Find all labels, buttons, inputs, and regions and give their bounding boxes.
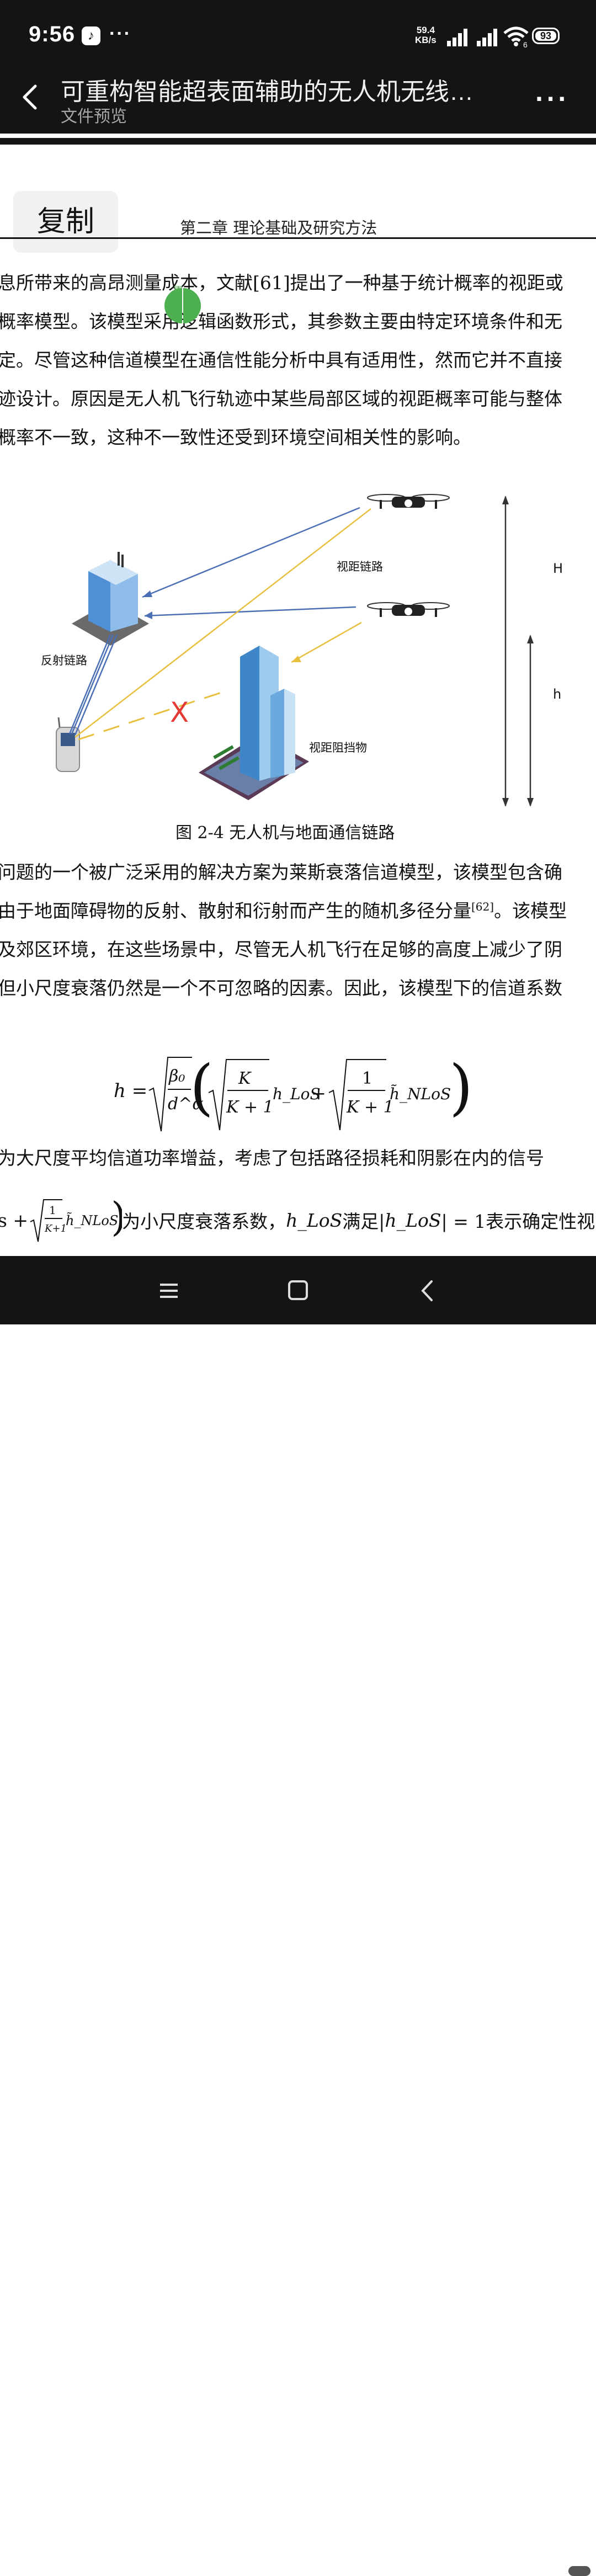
home-icon[interactable] xyxy=(281,1277,315,1305)
selection-handles-icon[interactable] xyxy=(147,286,217,324)
drone-icon xyxy=(367,494,450,509)
label-h: h xyxy=(553,686,561,702)
paragraph-line: 由于地面障碍物的反射、散射和衍射而产生的随机多径分量[62]。该模型 xyxy=(0,900,567,922)
paragraph-line: s + 1 K+1 h̃_NLoS ) 为小尺度衰落系数， h_LoS 满足| … xyxy=(0,1190,595,1250)
svg-text:d^α: d^α xyxy=(168,1094,204,1114)
paragraph-line: 问题的一个被广泛采用的解决方案为莱斯衰落信道模型，该模型包含确 xyxy=(0,861,562,883)
figure-caption: 图 2-4 无人机与地面通信链路 xyxy=(175,823,395,843)
signal-strength-2-icon xyxy=(477,29,497,46)
network-speed: 59.4 KB/s xyxy=(415,25,437,45)
svg-text:h̃_NLoS: h̃_NLoS xyxy=(66,1212,118,1228)
watermark-badge xyxy=(568,2566,590,2576)
status-bar: 9:56 ♪ ··· 59.4 KB/s 6 93 xyxy=(0,0,596,66)
drone-icon xyxy=(367,602,450,617)
label-reflect: 反射链路 xyxy=(41,654,87,667)
svg-text:): ) xyxy=(449,1052,473,1122)
paragraph-line: 但小尺度衰落仍然是一个不可忽略的因素。因此，该模型下的信道系数 xyxy=(0,977,562,999)
svg-text:+: + xyxy=(311,1083,326,1104)
paragraph-line: 及郊区环境，在这些场景中，尽管无人机飞行在足够的高度上减少了阴 xyxy=(0,939,562,960)
reflecting-building-icon xyxy=(72,552,149,646)
header-divider-dark xyxy=(0,138,596,145)
more-options-button[interactable]: ··· xyxy=(535,83,570,114)
document-title: 可重构智能超表面辅助的无人机无线… xyxy=(61,78,473,105)
blocked-link-line xyxy=(78,690,227,741)
label-block: 视距阻挡物 xyxy=(309,741,367,754)
paragraph-line: 概率不一致，这种不一致性还受到环境空间相关性的影响。 xyxy=(0,427,471,448)
blocking-building-icon xyxy=(199,646,309,800)
svg-text:): ) xyxy=(111,1194,122,1240)
paragraph-line: 迹设计。原因是无人机飞行轨迹中某些局部区域的视距概率可能与整体 xyxy=(0,388,562,409)
signal-strength-icon xyxy=(447,29,467,46)
reflect-link-line xyxy=(142,507,360,598)
label-los: 视距链路 xyxy=(337,560,383,573)
label-H: H xyxy=(553,561,563,576)
paragraph-line: 为大尺度平均信道功率增益，考虑了包括路径损耗和阴影在内的信号 xyxy=(0,1147,544,1169)
blocked-x-mark: X xyxy=(170,696,189,728)
menu-icon[interactable] xyxy=(152,1277,185,1305)
copy-button[interactable]: 复制 xyxy=(13,191,118,253)
citation-ref: [62] xyxy=(471,900,494,913)
svg-text:1: 1 xyxy=(49,1204,56,1217)
svg-text:β₀: β₀ xyxy=(168,1067,185,1086)
svg-text:1: 1 xyxy=(362,1069,372,1088)
svg-text:h_LoS: h_LoS xyxy=(273,1085,321,1103)
battery-icon: 93 xyxy=(532,28,560,44)
svg-text:K + 1: K + 1 xyxy=(346,1098,394,1117)
svg-text:K+1: K+1 xyxy=(44,1223,67,1234)
back-arrow-icon[interactable] xyxy=(17,81,44,114)
svg-text:K + 1: K + 1 xyxy=(226,1098,274,1117)
document-subtitle: 文件预览 xyxy=(61,108,127,126)
uav-communication-diagram: X 视距链路 反射链路 视距阻挡物 H h xyxy=(41,494,563,807)
svg-text:6: 6 xyxy=(523,40,528,47)
los-link-line xyxy=(74,508,371,738)
back-icon[interactable] xyxy=(411,1277,444,1305)
status-time: 9:56 xyxy=(29,22,76,46)
chapter-rule xyxy=(0,237,596,239)
app-bar: 可重构智能超表面辅助的无人机无线… 文件预览 ··· xyxy=(0,66,596,134)
svg-text:h̃_NLoS: h̃_NLoS xyxy=(390,1084,451,1103)
inline-formula: 1 K+1 h̃_NLoS ) xyxy=(30,1194,122,1242)
paragraph-line: 概率模型。该模型采用逻辑函数形式，其参数主要由特定环境条件和无 xyxy=(0,311,562,332)
svg-text:K: K xyxy=(238,1069,252,1088)
channel-formula: h = β₀ d^α ( K K + 1 h_LoS + 1 K + 1 h̃_… xyxy=(114,1052,473,1132)
tiktok-notification-icon: ♪ xyxy=(82,26,100,45)
reflect-link-line xyxy=(144,606,356,617)
mobile-phone-icon xyxy=(56,717,80,772)
svg-text:h =: h = xyxy=(114,1080,147,1102)
header-divider xyxy=(0,134,596,138)
navigation-bar xyxy=(0,1256,596,2576)
wifi-icon: 6 xyxy=(503,26,529,47)
battery-level: 93 xyxy=(535,31,556,41)
chapter-header: 第二章 理论基础及研究方法 xyxy=(180,219,377,237)
paragraph-line: 息所带来的高昂测量成本，文献[61]提出了一种基于统计概率的视距或 xyxy=(0,272,563,294)
paragraph-line: 定。尽管这种信道模型在通信性能分析中具有适用性，然而它并不直接 xyxy=(0,349,562,371)
more-notifications-icon: ··· xyxy=(109,23,131,44)
svg-text:(: ( xyxy=(190,1052,214,1122)
